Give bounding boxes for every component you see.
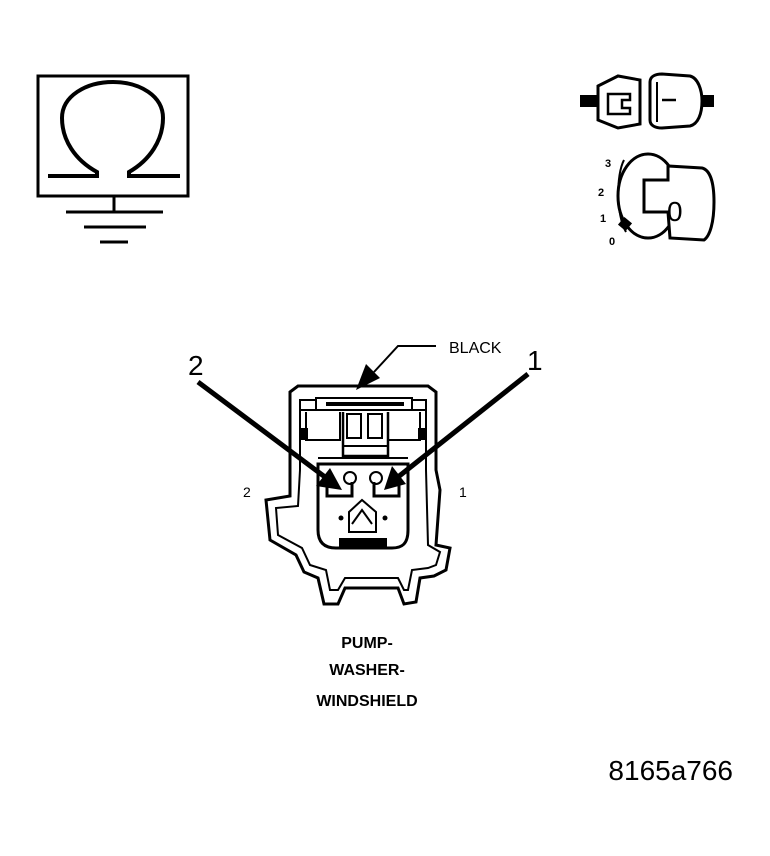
- ignition-key-label: 0: [667, 196, 683, 227]
- caption-line-2: WASHER-: [329, 662, 405, 679]
- cavity-label-2: 2: [243, 484, 251, 500]
- callout-arrow-1: [384, 372, 530, 490]
- callout-number-1: 1: [527, 345, 543, 376]
- connector-color-label: BLACK: [449, 340, 502, 357]
- disconnect-connector-icon: [580, 72, 714, 130]
- callout-arrow-2: [196, 379, 342, 490]
- ignition-position-2: 2: [598, 187, 604, 199]
- ignition-position-0: 0: [609, 236, 615, 248]
- cavity-label-1: 1: [459, 484, 467, 500]
- ohmmeter-icon: [36, 74, 190, 244]
- caption-line-1: PUMP-: [341, 635, 393, 652]
- connector-face-view: [264, 384, 452, 606]
- ignition-position-3: 3: [605, 158, 611, 170]
- ignition-position-1: 1: [600, 213, 606, 225]
- ignition-switch-icon: [616, 152, 716, 242]
- black-color-leader: [356, 345, 436, 390]
- caption-line-3: WINDSHIELD: [316, 693, 417, 710]
- callout-number-2: 2: [188, 350, 204, 381]
- figure-id: 8165a766: [608, 755, 733, 786]
